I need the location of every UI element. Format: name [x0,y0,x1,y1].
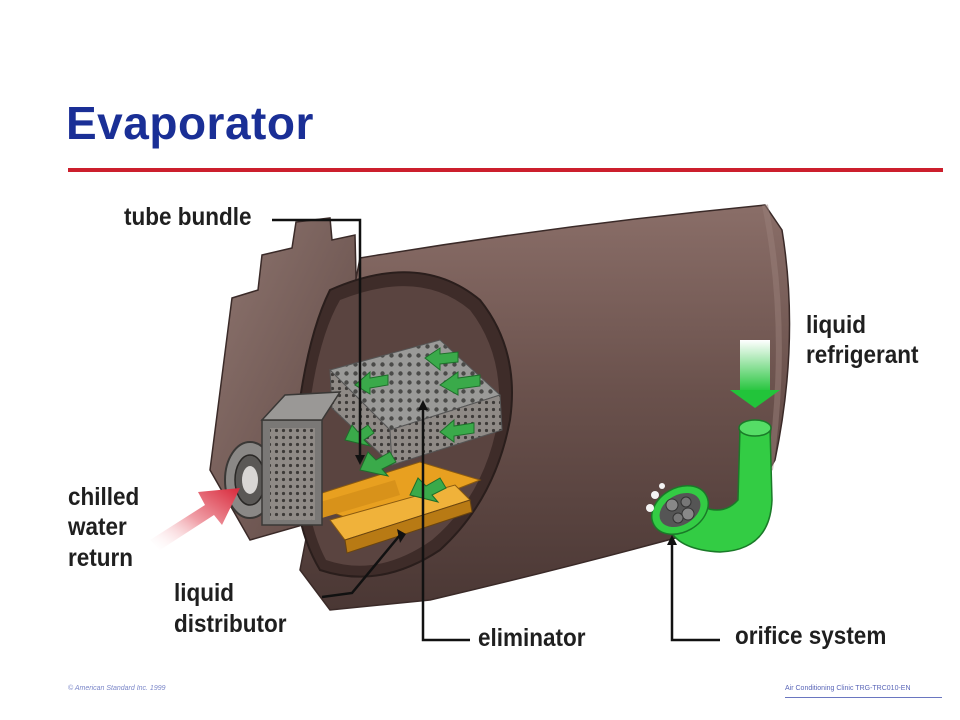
label-liquid-distributor-2: distributor [174,610,287,638]
label-chilled-2: water [68,513,127,541]
label-liquid-distributor-1: liquid [174,579,234,607]
label-orifice-system: orifice system [735,622,887,650]
footer-copyright: © American Standard Inc. 1999 [68,685,166,692]
slide-title: Evaporator [66,97,314,149]
leader-lines [272,218,720,642]
label-eliminator: eliminator [478,624,586,652]
leader-arrowheads [355,400,677,545]
label-chilled-1: chilled [68,483,140,511]
water-nozzle [224,391,342,526]
footer-course: Air Conditioning Clinic TRG-TRC010-EN [785,685,911,692]
label-liquid-refrigerant-1: liquid [806,311,866,339]
leader-liquid-distributor [321,534,401,599]
chilled-water-arrow [150,488,240,550]
leader-orifice-system [670,540,720,642]
leader-tube-bundle [272,218,362,455]
label-liquid-refrigerant-2: refrigerant [806,341,919,369]
label-tube-bundle: tube bundle [124,203,252,231]
orifice-system-pipe [646,340,780,553]
label-chilled-3: return [68,544,134,572]
leader-eliminator [421,405,470,642]
title-divider [68,168,943,172]
refrigerant-flow-arrows [344,347,481,503]
footer-underline [785,697,942,698]
